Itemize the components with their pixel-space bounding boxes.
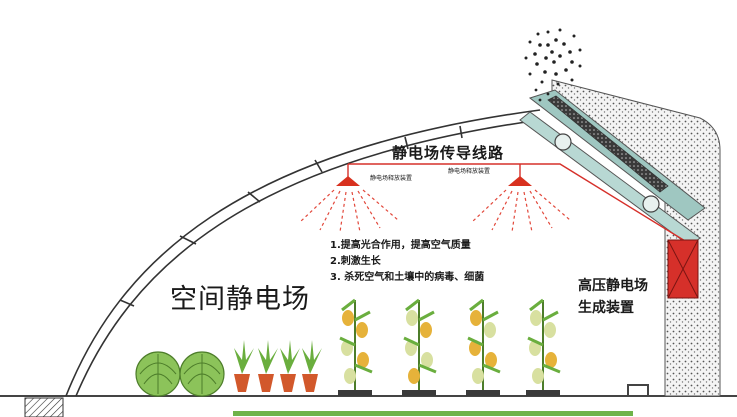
plant-icon — [466, 298, 501, 396]
plant-icon — [402, 298, 437, 396]
spray-emitter-icon — [524, 28, 582, 102]
green-soil-strip — [233, 411, 633, 416]
carrot-icon — [302, 340, 322, 392]
plant-icon — [526, 298, 561, 396]
carrot-icon — [234, 340, 254, 392]
cabbage-icon — [179, 351, 225, 397]
plant-icon — [338, 298, 373, 396]
lamp-left — [299, 176, 399, 233]
roof-panels — [519, 89, 706, 247]
generator-label-line2: 生成装置 — [578, 300, 634, 316]
roller-icon — [554, 133, 572, 151]
generator-box — [667, 239, 699, 299]
conduction-wire — [347, 163, 691, 245]
benefit-item: 2.刺激生长 — [330, 256, 381, 267]
lamp-right — [471, 176, 571, 233]
benefit-item: 3. 杀死空气和土壤中的病毒、细菌 — [330, 272, 485, 283]
lamp-label-left: 静电场释放装置 — [370, 175, 413, 182]
wire-title: 静电场传导线路 — [392, 144, 505, 162]
lamp-label-right: 静电场释放装置 — [448, 168, 491, 175]
roller-icon — [642, 195, 660, 213]
carrot-icon — [280, 340, 300, 392]
cabbage-icon — [135, 351, 181, 397]
space-field-label: 空间静电场 — [170, 284, 310, 315]
carrot-icon — [258, 340, 278, 392]
greenhouse-arch — [65, 109, 541, 397]
generator-label-line1: 高压静电场 — [578, 278, 648, 294]
ground — [0, 384, 737, 417]
benefit-item: 1.提高光合作用，提高空气质量 — [330, 240, 471, 251]
wall — [551, 79, 721, 397]
